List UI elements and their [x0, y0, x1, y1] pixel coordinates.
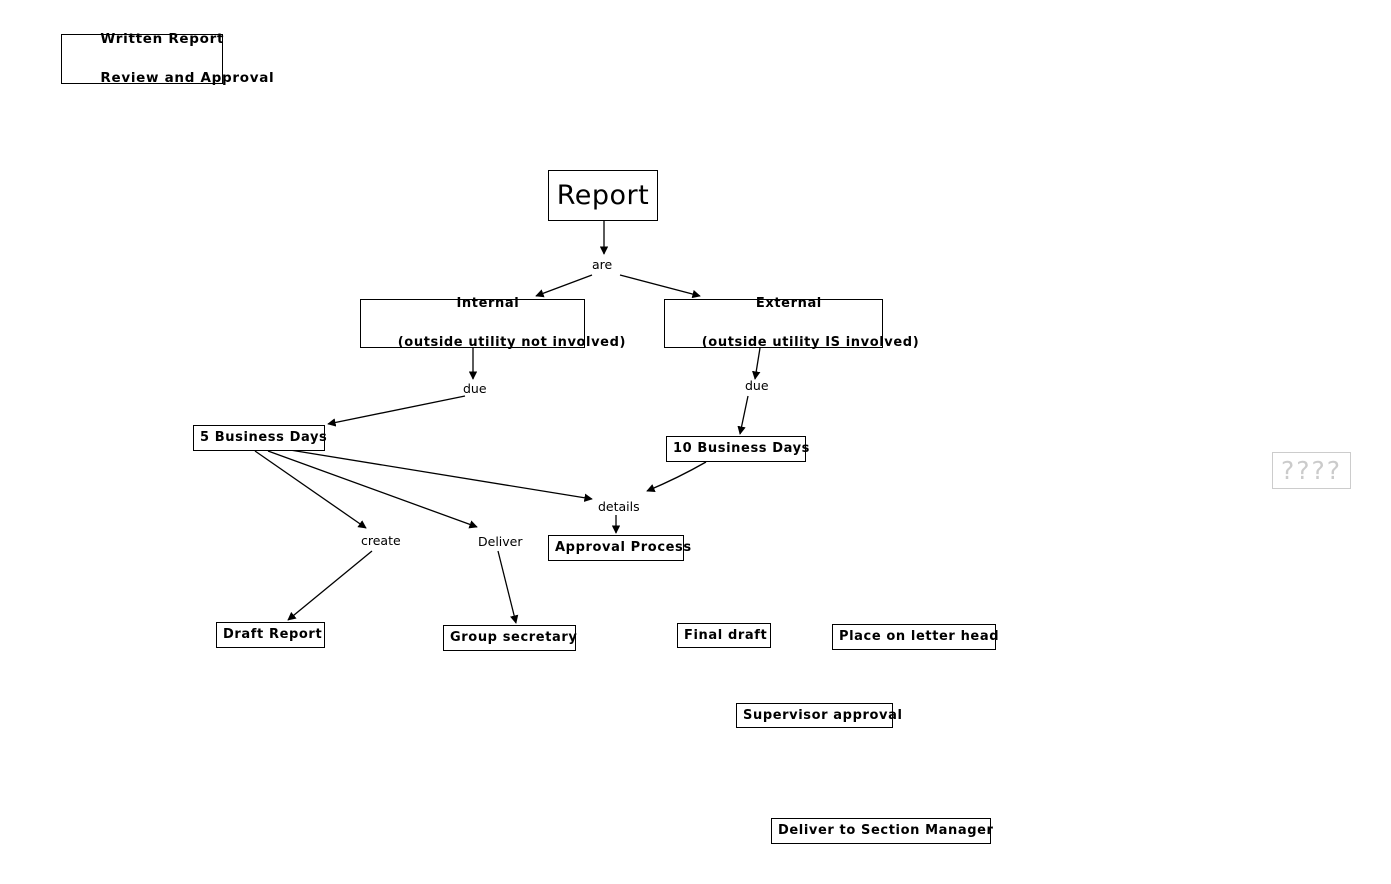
edge-due-ten-days [737, 395, 749, 435]
node-5-business-days-label: 5 Business Days [200, 430, 328, 446]
edge-five-days-details [289, 449, 593, 502]
node-10-business-days-label: 10 Business Days [673, 441, 811, 457]
edge-deliver-group-secretary [497, 550, 519, 624]
edge-create-draft-report [287, 550, 373, 621]
node-place-on-letter-head[interactable]: Place on letter head [832, 624, 1000, 650]
node-draft-report-label: Draft Report [223, 627, 323, 643]
link-label-due-external: due [745, 378, 769, 393]
node-deliver-to-section-manager[interactable]: Deliver to Section Manager [771, 818, 994, 844]
link-label-create: create [361, 533, 401, 548]
node-deliver-to-section-manager-label: Deliver to Section Manager [778, 823, 994, 839]
node-internal-line1: Internal [456, 296, 520, 312]
node-report[interactable]: Report [548, 170, 658, 221]
node-internal-line2: (outside utility not involved) [397, 335, 627, 351]
node-external-line1: External [755, 296, 822, 312]
map-title-line2: Review and Approval [100, 69, 275, 86]
edge-five-days-create [254, 450, 367, 529]
node-external[interactable]: External (outside utility IS involved) [664, 296, 919, 350]
node-draft-report[interactable]: Draft Report [216, 622, 325, 648]
node-final-draft-label: Final draft [684, 627, 768, 643]
node-report-label: Report [556, 179, 650, 211]
node-approval-process-label: Approval Process [555, 540, 692, 556]
node-group-secretary-label: Group secretary [450, 630, 578, 646]
node-external-line2: (outside utility IS involved) [701, 335, 920, 351]
map-title-box[interactable]: Written Report Review and Approval [61, 30, 274, 86]
node-supervisor-approval[interactable]: Supervisor approval [736, 703, 903, 728]
node-10-business-days[interactable]: 10 Business Days [666, 436, 811, 462]
map-title-line1: Written Report [100, 30, 225, 47]
edge-due-five-days [327, 395, 466, 427]
node-place-on-letter-head-label: Place on letter head [839, 629, 1000, 645]
node-final-draft[interactable]: Final draft [677, 623, 771, 648]
edge-ten-days-details [646, 461, 707, 492]
node-5-business-days[interactable]: 5 Business Days [193, 425, 328, 451]
node-group-secretary[interactable]: Group secretary [443, 625, 578, 651]
link-label-details: details [598, 499, 640, 514]
link-label-deliver: Deliver [478, 534, 523, 549]
node-approval-process[interactable]: Approval Process [548, 535, 692, 561]
node-placeholder-label: ???? [1280, 456, 1343, 485]
edge-five-days-deliver [267, 450, 478, 529]
link-label-are: are [592, 257, 613, 272]
node-placeholder-unknown[interactable]: ???? [1272, 452, 1351, 489]
node-internal[interactable]: Internal (outside utility not involved) [360, 296, 625, 350]
link-label-due-internal: due [463, 381, 487, 396]
node-supervisor-approval-label: Supervisor approval [743, 707, 903, 723]
